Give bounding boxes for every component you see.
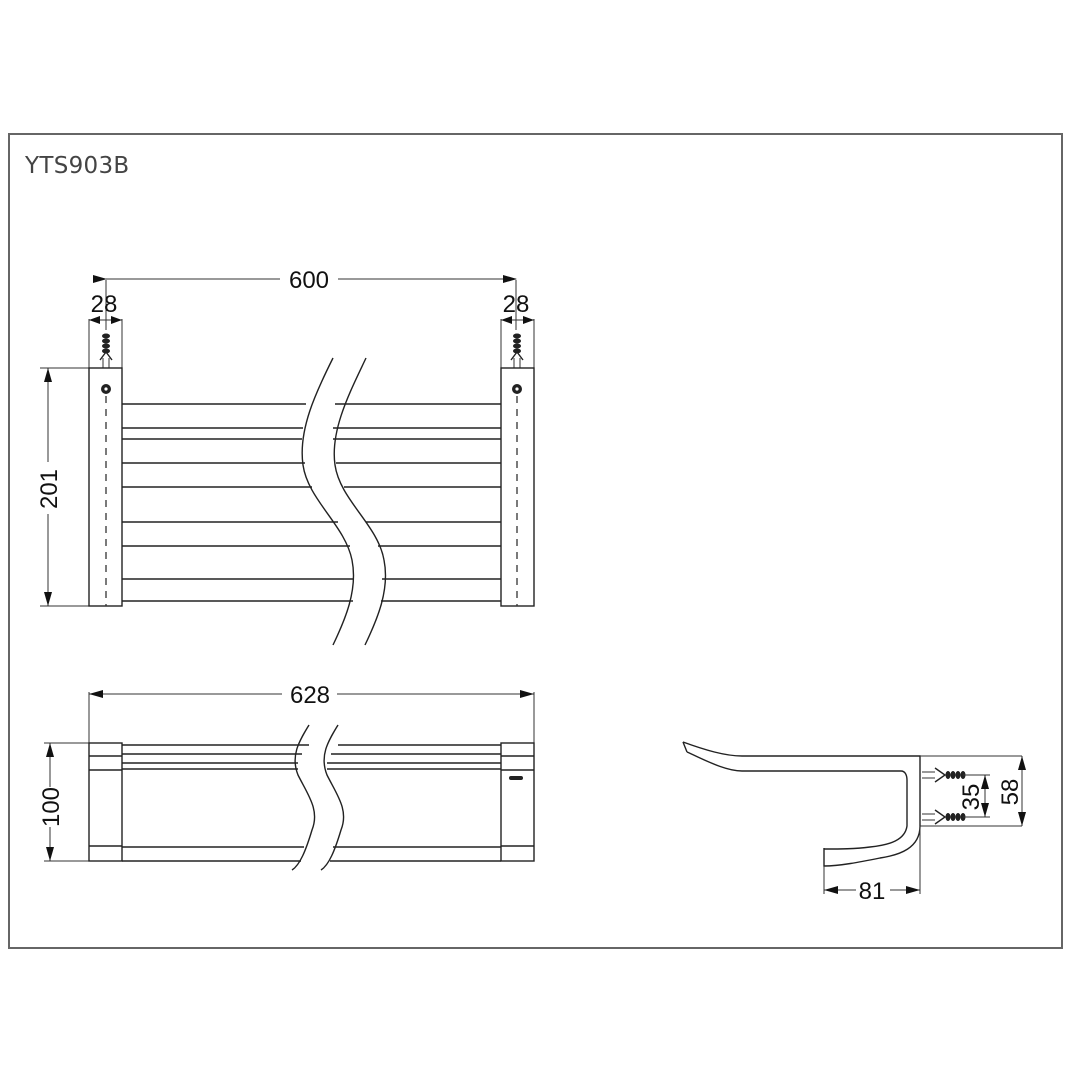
dim-35: 35	[958, 784, 985, 811]
front-view: 600 28 28	[36, 267, 535, 646]
set-screw-icon	[509, 776, 523, 780]
dim-600: 600	[289, 267, 329, 294]
break-line	[291, 724, 316, 871]
wall-screw-icon	[922, 809, 966, 825]
dim-58: 58	[997, 779, 1024, 806]
break-line	[333, 357, 387, 646]
dim-28-left: 28	[91, 291, 118, 318]
top-view: 628 100	[38, 682, 535, 871]
break-line	[320, 724, 345, 871]
dim-28-right: 28	[503, 291, 530, 318]
wall-anchor-icon	[510, 333, 524, 368]
model-number: YTS903B	[25, 153, 130, 179]
dim-81: 81	[859, 878, 886, 905]
dim-100: 100	[38, 787, 65, 827]
dim-628: 628	[290, 682, 330, 709]
wall-anchor-icon	[99, 333, 113, 368]
side-view: 35 58 81	[682, 741, 1026, 905]
drawing-frame	[8, 133, 1063, 949]
dim-201: 201	[36, 469, 63, 509]
break-line	[301, 357, 355, 646]
wall-screw-icon	[922, 767, 966, 783]
